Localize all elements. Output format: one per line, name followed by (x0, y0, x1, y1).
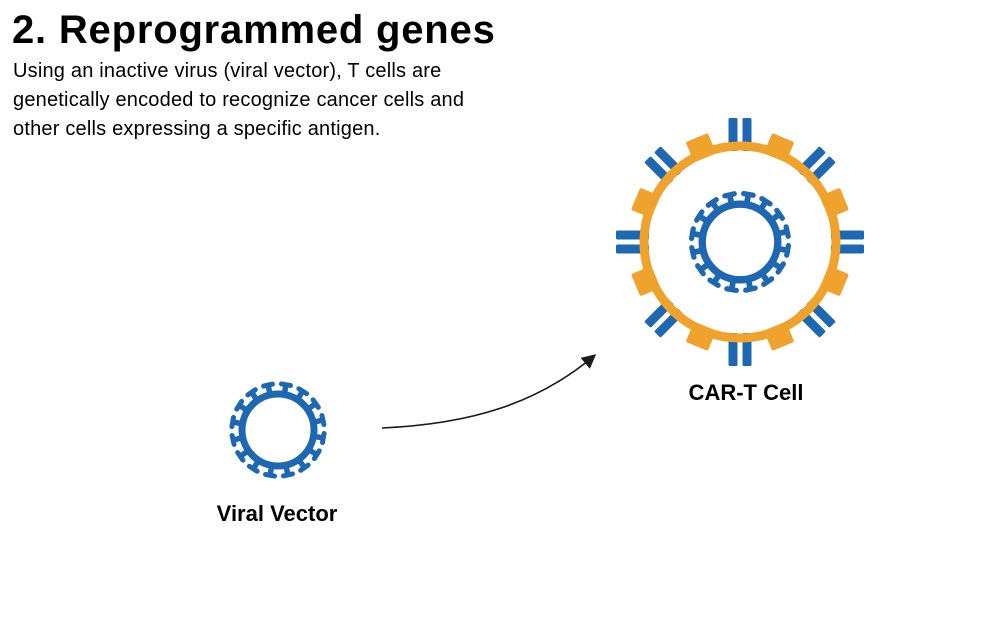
step-title: 2. Reprogrammed genes (12, 8, 496, 52)
membrane-tabs (631, 133, 849, 351)
car-t-cell-label: CAR-T Cell (688, 380, 804, 405)
curved-arrow-icon (381, 354, 597, 429)
internal-virus-icon (692, 194, 789, 291)
description-line-1: Using an inactive virus (viral vector), … (13, 60, 442, 82)
receptor-pairs (616, 118, 864, 366)
description-line-3: other cells expressing a specific antige… (13, 118, 381, 140)
car-t-cell-icon (616, 118, 864, 366)
step-description: Using an inactive virus (viral vector), … (13, 57, 464, 144)
viral-vector-icon (232, 384, 324, 476)
cell-membrane-ring (639, 141, 841, 343)
description-line-2: genetically encoded to recognize cancer … (13, 89, 465, 111)
viral-vector-label: Viral Vector (216, 501, 338, 526)
